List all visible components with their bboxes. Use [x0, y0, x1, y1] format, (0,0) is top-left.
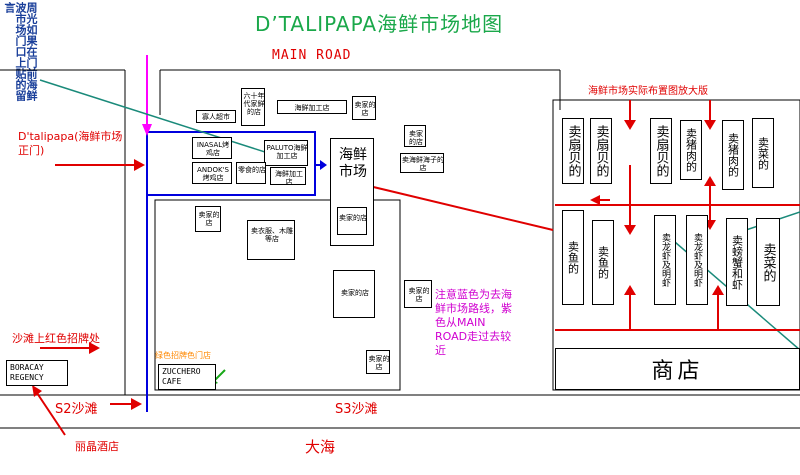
- stall-label: 卖龙虾及明虾: [660, 233, 670, 287]
- hotel-label: 丽晶酒店: [75, 440, 119, 453]
- seafood-market: 海鲜市场 卖家的店: [330, 138, 374, 246]
- stall-label: 卖扇贝的: [565, 125, 581, 177]
- shop-r3: 卖家的店: [404, 280, 432, 308]
- zucchero-cafe: ZUCCHERO CAFE: [158, 364, 216, 390]
- stall-label: 卖鱼的: [566, 241, 580, 274]
- shop-label: 卖家的店: [408, 287, 430, 303]
- stall-veg-2: 卖菜的: [756, 218, 780, 306]
- shop-paluto: PALUTO海鲜加工店: [264, 140, 308, 166]
- stall-label: 卖菜的: [760, 242, 776, 282]
- shop-seafood-stalls-right: 卖海鲜海子的店: [400, 153, 444, 173]
- zucchero-sign-label: 绿色招牌色门店: [155, 351, 211, 360]
- stall-scallop-2: 卖扇贝的: [590, 118, 612, 184]
- shop-andoks: ANDOK'S烤鸡店: [192, 162, 232, 184]
- stall-label: 卖猪肉的: [684, 128, 698, 172]
- shop-label: PALUTO海鲜加工店: [266, 144, 308, 160]
- stall-label: 卖菜的: [756, 136, 770, 170]
- sea-label: 大海: [305, 438, 336, 456]
- shop-sale-b: 卖家的店: [337, 207, 367, 235]
- boracay-regency-label: BORACAY REGENCY: [10, 363, 44, 382]
- stall-label: 卖鱼的: [596, 246, 610, 279]
- shop-sale-a: 卖家的店: [352, 96, 376, 120]
- red-sign-label: 沙滩上红色招牌处: [12, 332, 100, 345]
- store-box: 商店: [555, 348, 800, 390]
- stall-veg-1: 卖菜的: [752, 118, 774, 188]
- shop-cheap-supermarket: 寡人超市: [196, 110, 236, 123]
- shop-label: 卖衣服、木雕等店: [251, 227, 293, 243]
- main-road-label: MAIN ROAD: [272, 48, 352, 63]
- shop-label: 卖家的店: [354, 101, 376, 117]
- shop-inasal: INASAL烤鸡店: [192, 137, 232, 159]
- shop-r2: 卖家的店: [333, 270, 375, 318]
- stall-label: 卖扇贝的: [593, 125, 609, 177]
- stall-pork-2: 卖猪肉的: [722, 120, 744, 190]
- boracay-regency: BORACAY REGENCY: [6, 360, 68, 386]
- shop-misc-2: 海鲜加工店: [270, 167, 306, 186]
- enlarged-layout-label: 海鲜市场实际布置图放大版: [588, 86, 708, 97]
- shop-r4: 卖家的店: [366, 350, 390, 374]
- stall-scallop-3: 卖扇贝的: [650, 118, 672, 184]
- stall-crab: 卖螃蟹和虾: [726, 218, 748, 306]
- stall-label: 卖扇贝的: [653, 125, 669, 177]
- shop-left-box: 卖家的店: [195, 206, 221, 232]
- entrance-label: D'talipapa(海鲜市场正门): [18, 130, 123, 157]
- store-label: 商店: [651, 359, 704, 384]
- shop-mid: 卖衣服、木雕等店: [247, 220, 295, 260]
- shop-label: 卖家的店: [339, 214, 367, 222]
- stall-label: 卖猪肉的: [726, 133, 740, 177]
- stall-label: 卖龙虾及明虾: [692, 233, 702, 287]
- shop-misc-1: 零食的店: [236, 162, 266, 184]
- zucchero-cafe-label: ZUCCHERO CAFE: [162, 367, 201, 386]
- stall-scallop-1: 卖扇贝的: [562, 118, 584, 184]
- stall-label: 卖螃蟹和虾: [730, 234, 744, 290]
- shop-label: INASAL烤鸡店: [196, 141, 230, 157]
- stall-fish-1: 卖鱼的: [562, 210, 584, 305]
- shop-label: 寡人超市: [202, 113, 230, 121]
- shop-label: 卖家的店: [409, 130, 423, 146]
- stall-lobster-1: 卖龙虾及明虾: [654, 215, 676, 305]
- shop-label: 卖家的店: [341, 289, 369, 297]
- stall-pork-1: 卖猪肉的: [680, 120, 702, 180]
- shop-seafood-processing: 海鲜加工店: [277, 100, 347, 114]
- shop-r1: 卖家的店: [404, 125, 426, 147]
- top-left-note-text: 周光如果在门前海鲜波市场门口上贴的留言: [3, 2, 38, 101]
- shop-label: 六十年代家鲜的店: [243, 92, 265, 116]
- shop-label: ANDOK'S烤鸡店: [197, 166, 229, 182]
- route-note: 注意蓝色为去海鲜市场路线，紫色从MAIN ROAD走过去较近: [435, 288, 512, 357]
- map-title: D’TALIPAPA海鲜市场地图: [255, 12, 504, 36]
- shop-label: 卖家的店: [198, 211, 220, 227]
- stall-fish-2: 卖鱼的: [592, 220, 614, 305]
- shop-label: 海鲜加工店: [294, 104, 330, 112]
- shop-label: 卖家的店: [368, 355, 390, 371]
- shop-label: 零食的店: [238, 166, 266, 174]
- shop-label: 海鲜加工店: [275, 170, 303, 186]
- s2-beach-label: S2沙滩: [55, 402, 98, 417]
- stall-lobster-2: 卖龙虾及明虾: [686, 215, 708, 305]
- shop-label: 卖海鲜海子的店: [402, 156, 444, 172]
- seafood-market-label: 海鲜市场: [339, 147, 367, 180]
- s3-beach-label: S3沙滩: [335, 402, 378, 417]
- shop-restaurant-top: 六十年代家鲜的店: [241, 88, 265, 126]
- top-left-note: 周光如果在门前海鲜波市场门口上贴的留言: [3, 2, 50, 102]
